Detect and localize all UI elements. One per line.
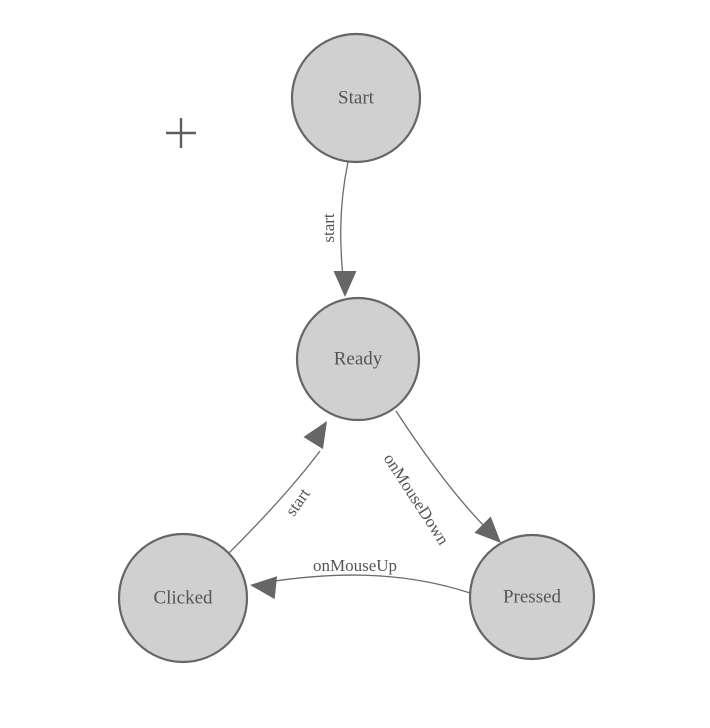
edge-start-to-ready[interactable]: start — [319, 161, 357, 297]
edge-line — [340, 161, 349, 289]
node-circle-ready[interactable] — [295, 296, 421, 422]
node-label-clicked: Clicked — [153, 587, 213, 608]
edge-line — [261, 574, 471, 594]
edge-arrowhead — [333, 271, 357, 297]
edge-arrowhead — [474, 516, 501, 543]
edge-label-pressed-to-clicked: onMouseUp — [313, 556, 397, 575]
node-label-pressed: Pressed — [503, 586, 562, 607]
edge-label-clicked-to-ready: start — [282, 484, 315, 519]
crosshair-marker — [166, 118, 196, 148]
node-label-ready: Ready — [334, 348, 383, 369]
edge-label-ready-to-pressed: onMouseDown — [380, 450, 453, 549]
edge-label-start-to-ready: start — [319, 213, 338, 243]
node-pressed[interactable]: Pressed — [468, 533, 596, 661]
edge-arrowhead — [303, 421, 327, 450]
node-circle-pressed[interactable] — [468, 533, 596, 661]
node-circle-start[interactable] — [290, 32, 422, 164]
edge-line — [227, 450, 321, 555]
markers-layer — [166, 118, 196, 148]
node-ready[interactable]: Ready — [295, 296, 421, 422]
edge-line — [395, 410, 494, 536]
edge-pressed-to-clicked[interactable]: onMouseUp — [249, 556, 471, 600]
edge-arrowhead — [250, 576, 278, 600]
node-circle-clicked[interactable] — [117, 532, 249, 664]
node-label-start: Start — [338, 87, 375, 108]
edge-clicked-to-ready[interactable]: start — [227, 415, 337, 555]
node-clicked[interactable]: Clicked — [117, 532, 249, 664]
node-start[interactable]: Start — [290, 32, 422, 164]
edge-ready-to-pressed[interactable]: onMouseDown — [380, 410, 509, 551]
